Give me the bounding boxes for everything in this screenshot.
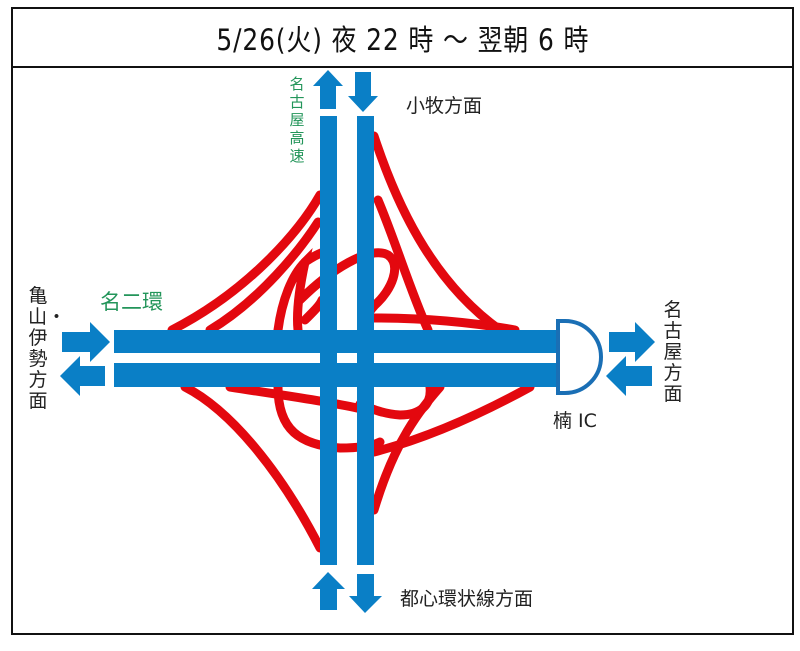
arrow-up-icon <box>313 70 343 109</box>
arrow-right-icon <box>62 322 110 362</box>
ramp-ne-base <box>369 313 520 335</box>
north-direction-label: 小牧方面 <box>406 95 483 117</box>
ramp-ne-outer <box>369 131 505 335</box>
kusunoki-ic-label: 楠 IC <box>553 410 597 432</box>
meinikan-road-label: 名二環 <box>100 290 163 314</box>
half-circle-ic-icon <box>556 319 603 395</box>
ramp-se-outer <box>369 382 535 457</box>
east-direction-label: 名古屋方面 <box>663 299 683 405</box>
ramp-sw-outer <box>180 382 325 553</box>
arrow-right-icon <box>609 322 655 362</box>
closure-time-title: 5/26(火) 夜 22 時 ～ 翌朝 6 時 <box>216 22 589 57</box>
crossing-overlay-bottom <box>337 363 357 387</box>
crossing-overlay <box>337 330 357 387</box>
south-direction-label: 都心環状線方面 <box>400 588 534 610</box>
junction-ramps <box>167 131 535 553</box>
arrow-up-icon <box>312 572 345 610</box>
header-bar: 5/26(火) 夜 22 時 ～ 翌朝 6 時 <box>13 9 792 68</box>
ramp-sw-base <box>225 382 362 413</box>
arrow-left-icon <box>606 356 652 396</box>
horizontal-road-westbound <box>114 363 558 387</box>
ramp-nw-outer <box>167 190 325 335</box>
ramp-nw-inner <box>205 217 323 335</box>
arrow-down-icon <box>349 574 382 613</box>
horizontal-road-eastbound <box>114 330 558 353</box>
main-roads <box>114 116 558 565</box>
nagoya-expressway-label: 名古屋高速 <box>289 75 305 165</box>
arrow-down-icon <box>348 72 378 112</box>
diagram-frame: 5/26(火) 夜 22 時 ～ 翌朝 6 時 <box>11 7 794 635</box>
ramp-center-loop-tail <box>300 295 327 325</box>
arrow-left-icon <box>60 356 105 396</box>
west-direction-label: 亀山・伊勢方面 <box>28 285 67 412</box>
ramp-ne-inner <box>373 195 433 335</box>
crossing-overlay-top <box>337 330 357 353</box>
